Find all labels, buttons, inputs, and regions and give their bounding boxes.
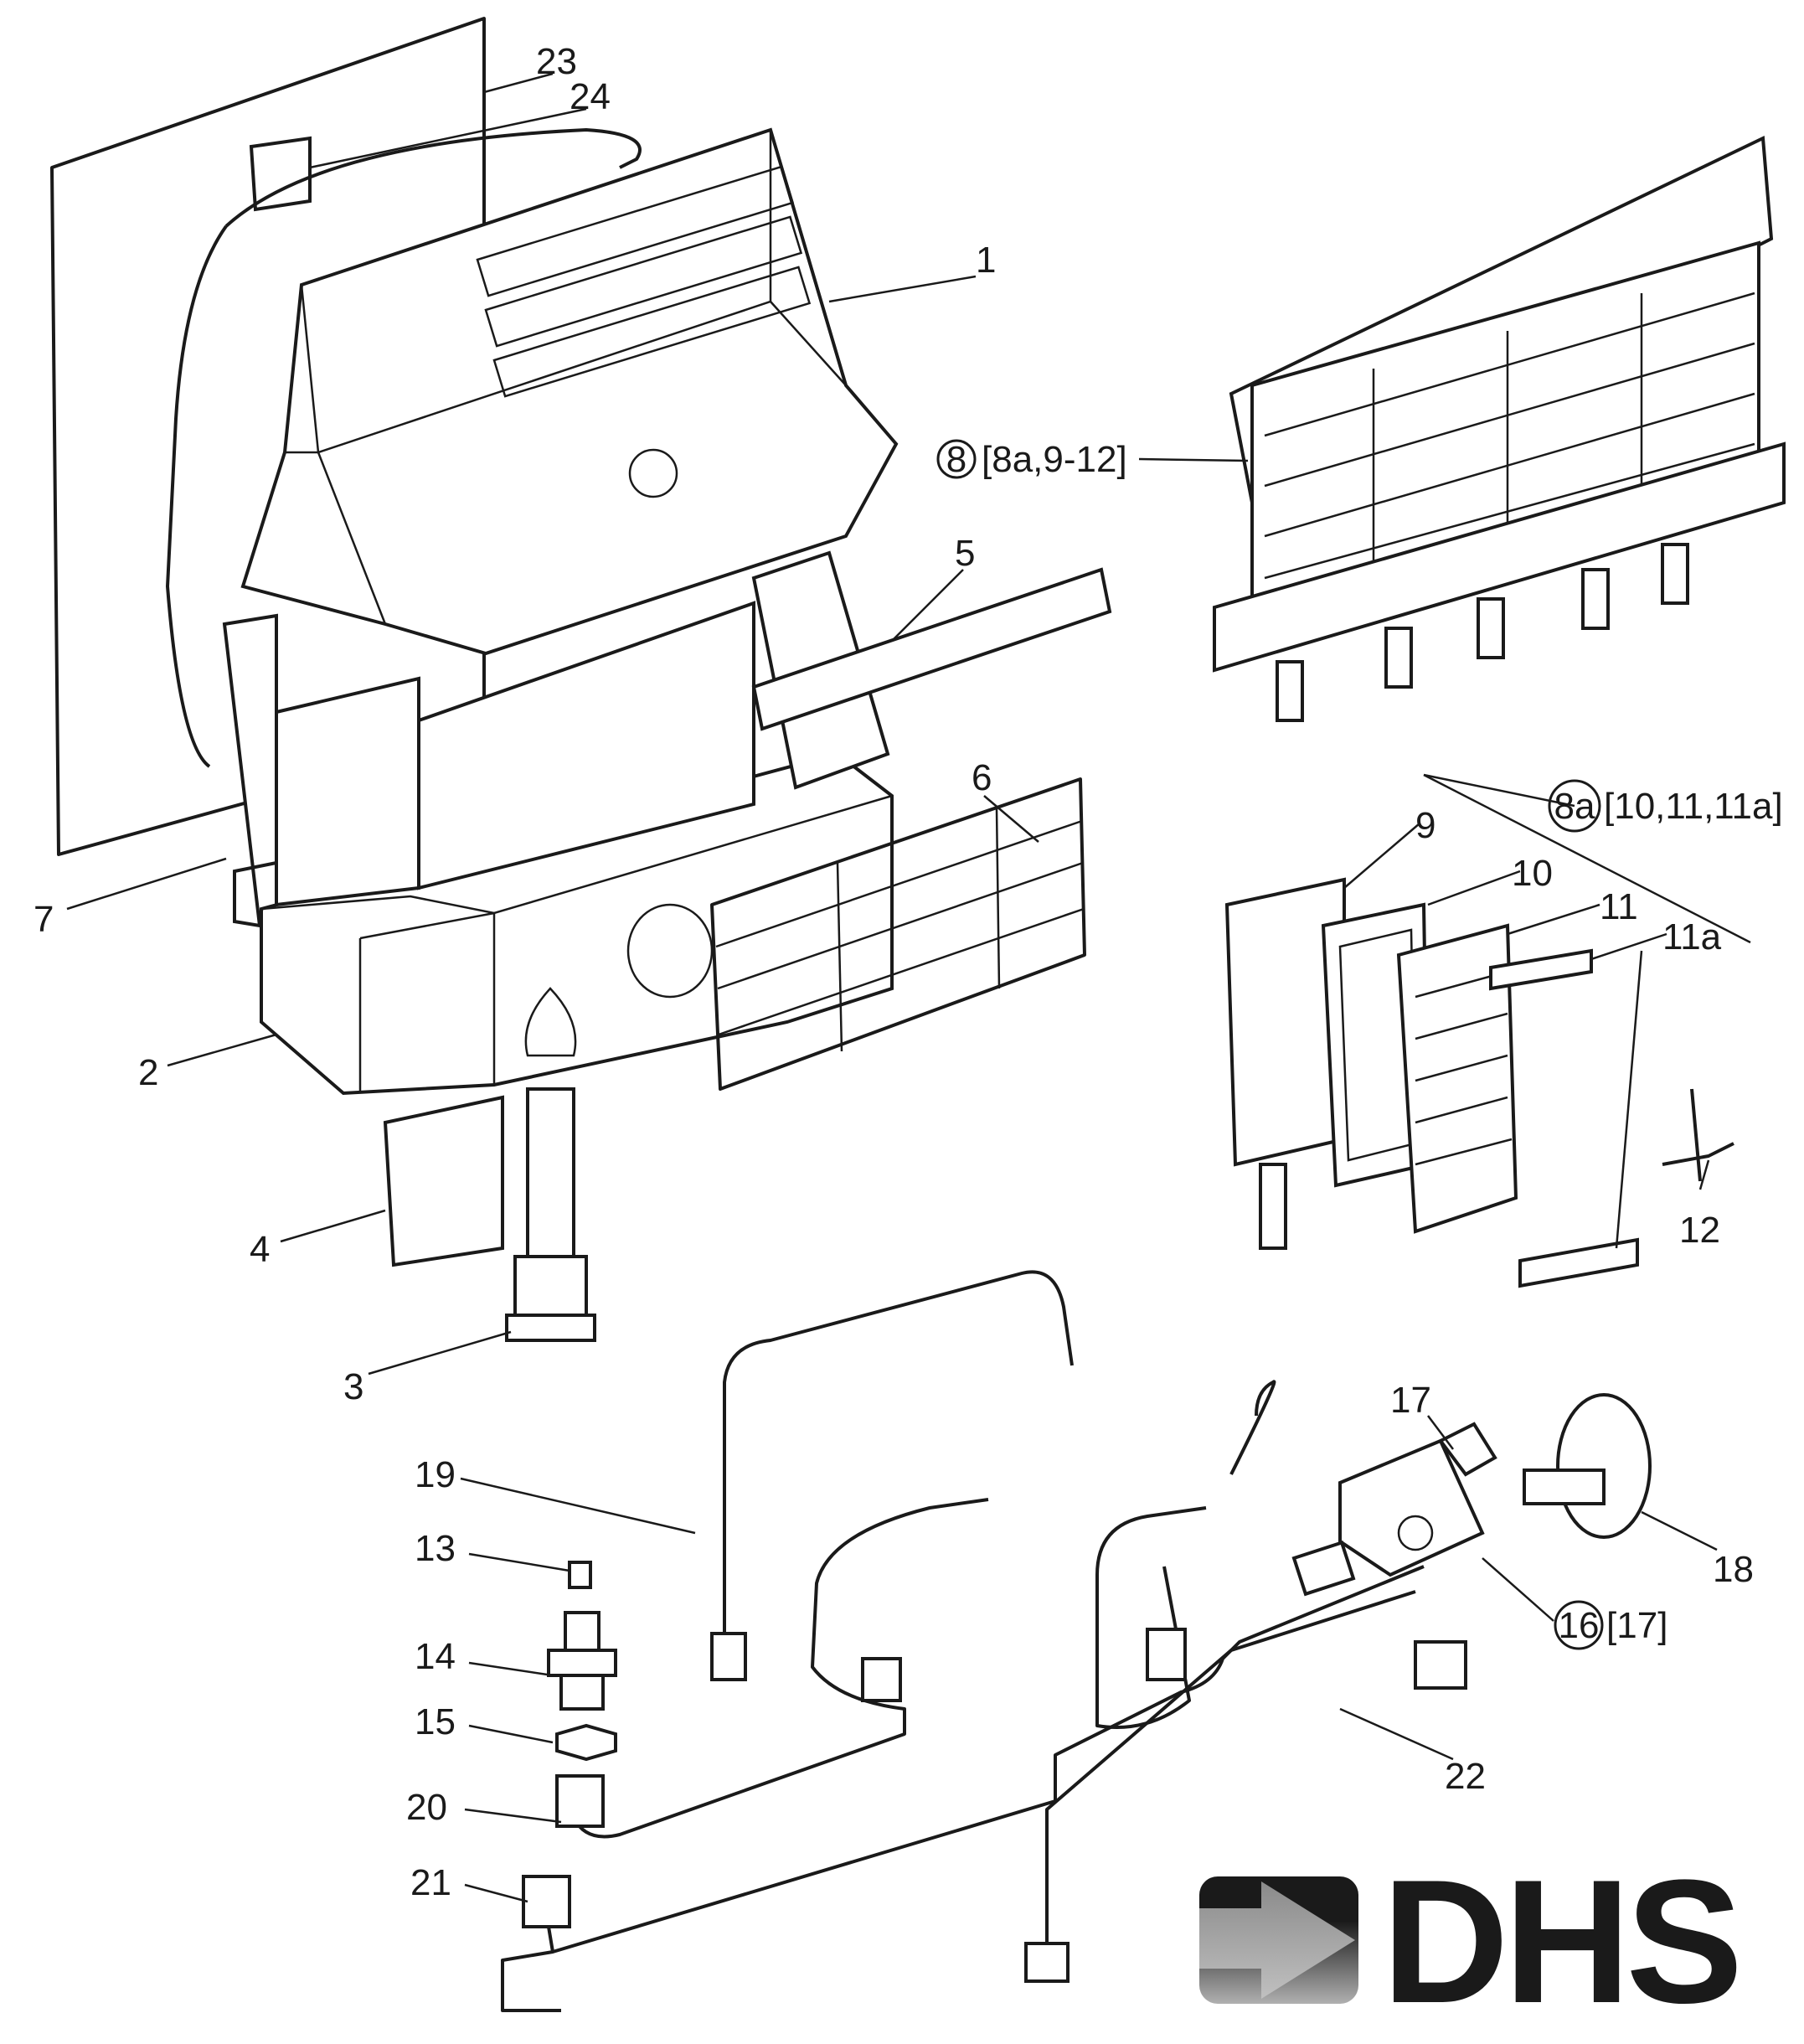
label-11: 11 [1600, 886, 1638, 927]
label-23: 23 [536, 41, 577, 82]
label-19: 19 [415, 1454, 456, 1495]
label-22: 22 [1445, 1756, 1486, 1797]
assembly-label-8: 8 [8a,9-12] [936, 439, 1127, 480]
dhs-logo: DHS [1199, 1843, 1743, 2040]
part-16-gas-valve [1291, 1422, 1497, 1597]
logo-text: DHS [1382, 1843, 1738, 2040]
leader-lines [66, 72, 1751, 1903]
assembly-8-contents: [8a,9-12] [982, 439, 1127, 480]
label-10: 10 [1512, 853, 1553, 894]
label-5: 5 [955, 533, 975, 574]
label-7: 7 [34, 899, 54, 940]
label-14: 14 [415, 1636, 456, 1677]
arrow-icon [1199, 1881, 1355, 1999]
part-5-strip [751, 567, 1112, 731]
part-1-hood [240, 127, 899, 656]
label-9: 9 [1415, 805, 1435, 846]
label-15: 15 [415, 1701, 456, 1742]
assembly-16-number: 16 [1559, 1605, 1600, 1646]
label-3: 3 [343, 1366, 363, 1407]
label-2: 2 [138, 1052, 158, 1093]
part-11a-strips [1489, 948, 1639, 1288]
label-11a: 11a [1662, 916, 1722, 957]
part-3-column [505, 987, 596, 1342]
assembly-label-8a: 8a [10,11,11a] [1548, 779, 1783, 833]
label-4: 4 [250, 1229, 270, 1270]
part-6-guard [710, 777, 1086, 1091]
part-2-body [260, 550, 894, 1096]
part-18-control-knob [1523, 1393, 1652, 1539]
label-24: 24 [570, 76, 611, 117]
part-24-bracket [249, 136, 312, 212]
pipe-22 [1024, 1380, 1467, 1983]
label-1: 1 [976, 240, 996, 281]
part-4-side-panel [383, 1095, 504, 1267]
assembly-16-contents: [17] [1606, 1605, 1667, 1646]
part-labels: 23 24 1 5 6 7 2 4 3 9 10 11 11a 12 17 18… [34, 41, 1754, 1903]
part-11-grille [1396, 923, 1518, 1234]
assembly-8a-number: 8a [1554, 786, 1595, 827]
label-6: 6 [972, 757, 992, 798]
label-18: 18 [1713, 1549, 1754, 1590]
fittings-13-14-15 [547, 1561, 617, 1762]
assembly-label-16: 16 [17] [1554, 1600, 1667, 1650]
assembly-8-number: 8 [946, 439, 966, 480]
assembly-8a-contents: [10,11,11a] [1604, 786, 1783, 827]
label-17: 17 [1390, 1380, 1431, 1421]
part-8-burner-assembly [1213, 135, 1786, 722]
part-12-electrode [1662, 1088, 1734, 1182]
label-20: 20 [406, 1787, 447, 1828]
label-12: 12 [1679, 1210, 1720, 1251]
label-13: 13 [415, 1528, 456, 1569]
pipe-19 [710, 1270, 1074, 1681]
pipe-20 [555, 1498, 989, 1839]
label-21: 21 [410, 1862, 451, 1903]
